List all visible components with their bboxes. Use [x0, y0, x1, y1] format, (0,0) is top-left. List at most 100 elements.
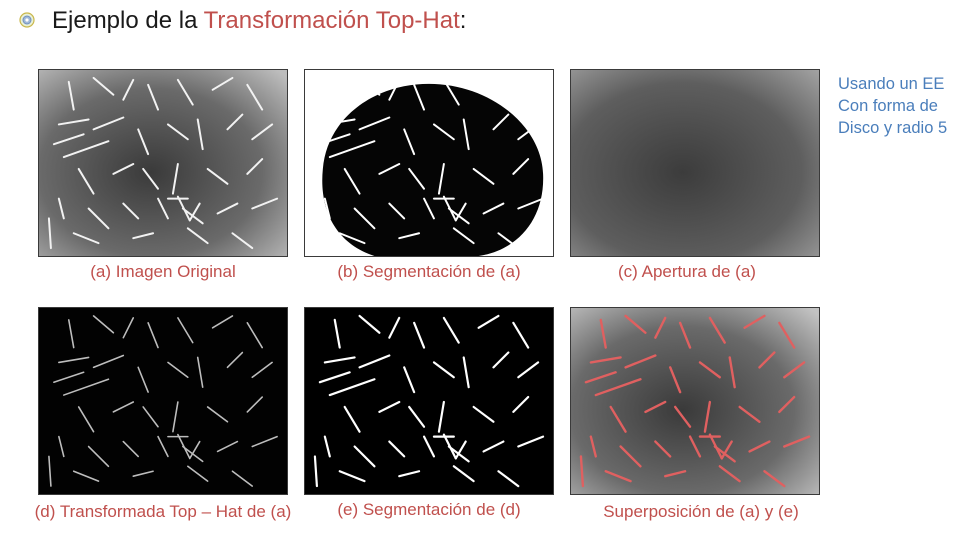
particle-streak [688, 435, 702, 458]
particle-streak [157, 435, 169, 458]
particle-streak [758, 351, 776, 369]
particle-streak [718, 465, 741, 483]
particle-streak [422, 435, 436, 458]
particle-streak [211, 315, 234, 329]
particle-streak [353, 207, 376, 230]
particle-streak [442, 433, 457, 460]
particle-streak [176, 195, 191, 222]
particle-streak [358, 354, 391, 369]
caption-b: (b) Segmentación de (a) [337, 262, 521, 281]
particle-streak [609, 405, 627, 433]
particle-streak [142, 406, 159, 428]
particle-streak [67, 319, 75, 349]
particle-streak [408, 405, 426, 428]
image-opening [570, 69, 820, 257]
particle-streak [122, 317, 135, 339]
particle-streak [313, 455, 318, 488]
particle-streak [167, 361, 189, 379]
particle-streak [589, 356, 622, 364]
caption-d: (d) Transformada Top – Hat de (a) [34, 502, 292, 521]
particle-streak [323, 435, 331, 458]
particle-streak [231, 470, 254, 487]
particle-streak [92, 116, 125, 131]
particle-streak [783, 361, 806, 379]
particle-streak [454, 440, 467, 460]
particle-streak [251, 435, 278, 448]
note-line-1: Usando un EE [838, 75, 945, 93]
particle-streak [413, 321, 426, 349]
particle-streak [122, 78, 135, 101]
particle-streak [53, 371, 85, 383]
particle-streak [122, 440, 139, 458]
image-segmentation-d [304, 307, 554, 495]
particle-streak [338, 232, 366, 245]
slide-title: Ejemplo de la Transformación Top-Hat: [52, 6, 466, 36]
note-line-3: Disco y radio 5 [838, 119, 948, 137]
particle-streak [517, 361, 540, 379]
particle-streak [442, 78, 460, 106]
particle-streak [408, 167, 426, 190]
particle-streak [432, 123, 455, 141]
particle-streak [226, 113, 244, 131]
particle-streak [517, 123, 540, 141]
particle-streak [728, 356, 736, 389]
particle-streak [594, 378, 642, 397]
particle-streak [703, 400, 712, 433]
particle-streak [477, 76, 500, 91]
caption-e: (e) Segmentación de (d) [337, 500, 521, 519]
particle-streak [748, 440, 771, 453]
particle-streak [512, 321, 530, 349]
particle-streak [698, 361, 721, 379]
particle-streak [72, 232, 100, 245]
particle-streak [246, 83, 264, 111]
particle-streak [778, 321, 796, 349]
particle-streak [92, 76, 115, 96]
particle-streak [187, 465, 209, 482]
bullet-icon [19, 12, 35, 28]
particle-streak [517, 197, 545, 210]
particle-streak [147, 322, 159, 349]
particle-streak [318, 371, 351, 384]
particle-streak [452, 227, 475, 245]
particle-streak [132, 470, 154, 477]
particle-streak [403, 366, 416, 394]
particle-streak [177, 433, 191, 460]
particle-streak [624, 314, 647, 334]
particle-streak [251, 123, 274, 141]
particle-streak [188, 440, 201, 460]
particle-streak [157, 197, 169, 220]
particle-streak [492, 351, 510, 369]
particle-streak [437, 400, 445, 433]
particle-streak [63, 378, 110, 396]
particle-streak [654, 316, 667, 339]
particle-streak [328, 140, 376, 159]
particle-streak [358, 314, 381, 334]
particle-streak [206, 167, 229, 185]
particle-streak [579, 455, 585, 488]
particle-streak [328, 378, 376, 397]
particle-streak [664, 470, 687, 478]
particle-streak [47, 217, 52, 250]
particle-streak [778, 395, 796, 414]
caption-f: Superposición de (a) y (e) [603, 502, 799, 521]
particle-streak [432, 361, 455, 379]
particle-streak [378, 400, 401, 413]
particle-streak [413, 83, 426, 111]
particle-streak [92, 354, 125, 369]
particle-streak [452, 465, 475, 483]
caption-c: (c) Apertura de (a) [618, 262, 756, 281]
particle-streak [132, 232, 155, 240]
particle-streak [619, 445, 642, 468]
particle-streak [462, 356, 470, 389]
particle-streak [72, 470, 100, 482]
particle-streak [482, 202, 505, 215]
particle-streak [58, 435, 65, 458]
note-line-2: Con forma de [838, 97, 938, 115]
particle-streak [333, 80, 341, 111]
particle-streak [87, 207, 110, 230]
particle-streak [318, 133, 351, 146]
title-accent: Transformación Top-Hat [203, 7, 460, 34]
particle-streak [477, 314, 500, 329]
image-segmentation-a [304, 69, 554, 257]
particle-streak [388, 78, 401, 101]
